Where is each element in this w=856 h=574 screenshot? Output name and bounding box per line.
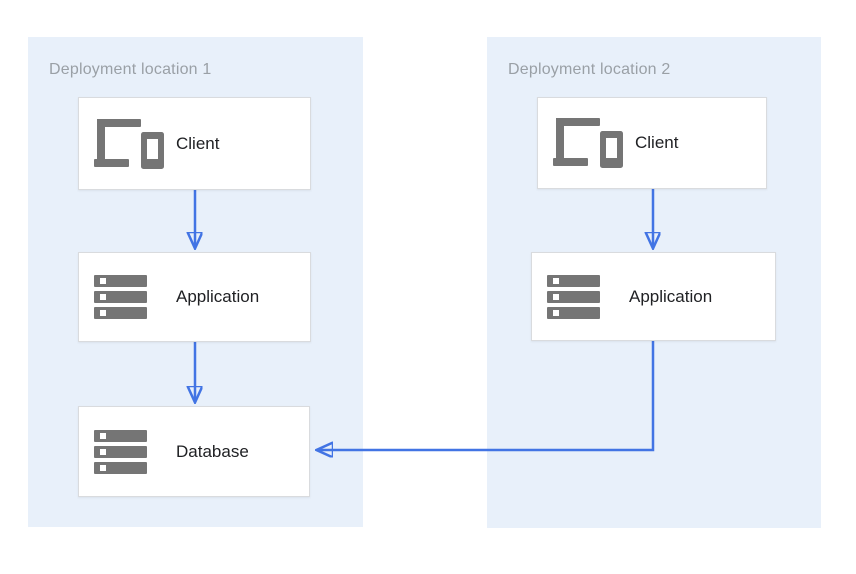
node-location1-database: Database [78, 406, 310, 497]
node-label: Application [629, 286, 713, 306]
server-stack-icon [547, 274, 629, 319]
node-label: Client [176, 133, 220, 153]
devices-icon [553, 118, 635, 168]
node-location1-client: Client [78, 97, 311, 190]
node-location1-application: Application [78, 252, 311, 342]
devices-icon [94, 118, 176, 169]
server-stack-icon [94, 429, 176, 474]
node-label: Application [176, 287, 260, 306]
node-label: Database [176, 441, 249, 461]
group-label: Deployment location 1 [49, 61, 212, 78]
server-stack-icon [94, 275, 176, 319]
group-label: Deployment location 2 [508, 61, 671, 78]
node-location2-application: Application [531, 252, 776, 341]
node-location2-client: Client [537, 97, 767, 189]
node-label: Client [635, 133, 679, 152]
